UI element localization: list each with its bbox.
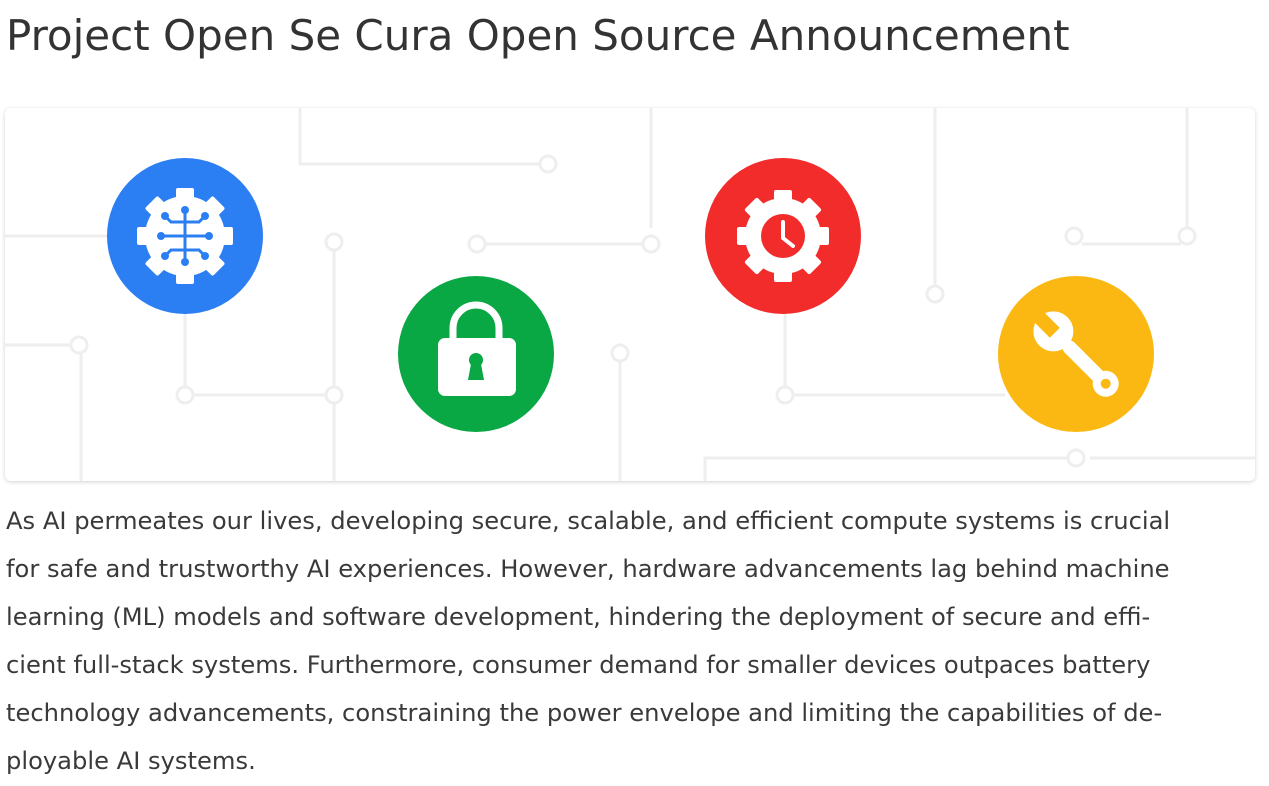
page-title: Project Open Se Cura Open Source Announc… [6,11,1070,60]
body-line: technology advancements, constraining th… [6,699,1163,727]
body-line: ployable AI systems. [6,747,256,775]
gear-neural-icon [107,158,263,314]
body-line: for safe and trustworthy AI experiences.… [6,555,1170,583]
body-line: learning (ML) models and software develo… [6,603,1151,631]
body-line: As AI permeates our lives, developing se… [6,507,1171,535]
article-body: As AI permeates our lives, developing se… [6,497,1256,785]
body-line: cient full-stack systems. Furthermore, c… [6,651,1151,679]
gear-clock-icon [705,158,861,314]
circuit-nodes [69,154,1197,468]
circuit-board-graphic [5,108,1255,481]
circuit-traces [5,108,1255,481]
hero-illustration [5,108,1255,481]
lock-icon [398,276,554,432]
wrench-icon [998,276,1154,432]
